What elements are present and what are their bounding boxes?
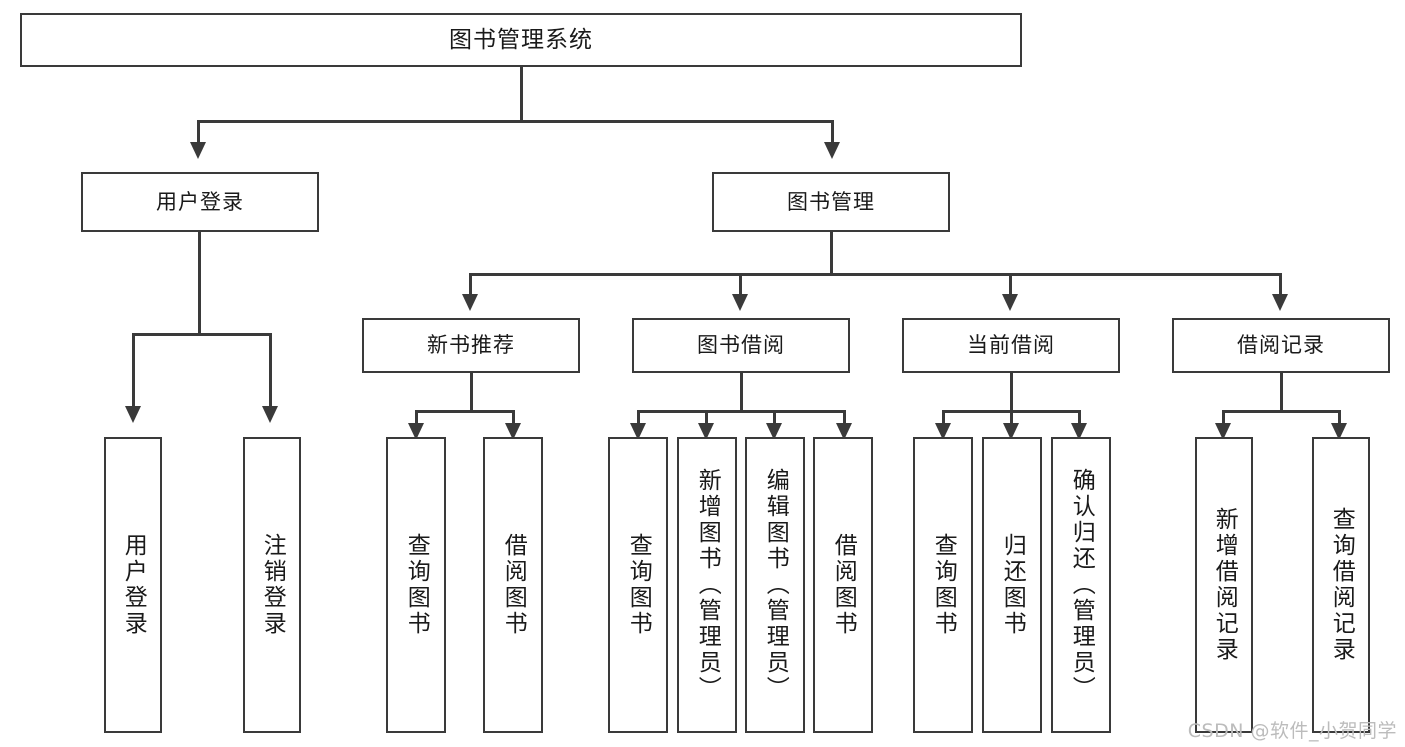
- node-leaf-user-login: 用户登录: [104, 437, 162, 733]
- arrow-root-to-user-login: [190, 142, 206, 159]
- node-leaf-edit-book: 编辑图书（管理员）: [745, 437, 805, 733]
- node-root-label: 图书管理系统: [449, 26, 593, 53]
- node-leaf-add-record-label: 新增借阅记录: [1211, 507, 1238, 663]
- node-leaf-query-book-3: 查询图书: [913, 437, 973, 733]
- arrow-user-login-to-leaf-1: [125, 406, 141, 423]
- arrow-book-borrow-to-leaf-3: [766, 423, 782, 440]
- connector-current-borrow-to-leaf-3: [1078, 410, 1081, 426]
- connector-book-borrow-to-leaf-2: [705, 410, 708, 426]
- arrow-book-borrow-to-leaf-2: [698, 423, 714, 440]
- node-leaf-query-record: 查询借阅记录: [1312, 437, 1370, 733]
- node-leaf-confirm-return: 确认归还（管理员）: [1051, 437, 1111, 733]
- node-leaf-query-book-3-label: 查询图书: [930, 533, 957, 637]
- arrow-current-borrow-to-leaf-3: [1071, 423, 1087, 440]
- arrow-borrow-record-to-leaf-2: [1331, 423, 1347, 440]
- connector-user-login-to-leaf-2: [269, 333, 272, 408]
- connector-current-borrow-to-leaf-2: [1010, 410, 1013, 426]
- connector-new-book-to-leaf-1: [415, 410, 418, 426]
- node-user-login: 用户登录: [81, 172, 319, 232]
- node-leaf-add-book: 新增图书（管理员）: [677, 437, 737, 733]
- node-leaf-query-book-1-label: 查询图书: [403, 533, 430, 637]
- arrow-book-borrow-to-leaf-4: [836, 423, 852, 440]
- arrow-current-borrow-to-leaf-1: [935, 423, 951, 440]
- connector-user-login-stem: [198, 232, 201, 333]
- connector-new-book-to-leaf-2: [512, 410, 515, 426]
- arrow-book-manage-to-current-borrow: [1002, 294, 1018, 311]
- arrow-book-borrow-to-leaf-1: [630, 423, 646, 440]
- arrow-new-book-to-leaf-2: [505, 423, 521, 440]
- connector-book-manage-to-book-borrow: [739, 273, 742, 297]
- node-leaf-user-login-label: 用户登录: [120, 533, 147, 637]
- node-user-login-label: 用户登录: [156, 189, 244, 214]
- connector-book-manage-to-current-borrow: [1009, 273, 1012, 297]
- connector-book-borrow-to-leaf-3: [773, 410, 776, 426]
- connector-book-borrow-bar: [637, 410, 846, 413]
- node-root: 图书管理系统: [20, 13, 1022, 67]
- connector-new-book-stem: [470, 373, 473, 410]
- connector-book-manage-to-new-book: [469, 273, 472, 297]
- connector-root-stem: [520, 67, 523, 120]
- arrow-book-manage-to-new-book: [462, 294, 478, 311]
- connector-borrow-record-to-leaf-1: [1222, 410, 1225, 426]
- node-book-manage-label: 图书管理: [787, 189, 875, 214]
- node-current-borrow-label: 当前借阅: [967, 333, 1055, 358]
- connector-book-borrow-to-leaf-1: [637, 410, 640, 426]
- node-leaf-query-book-2: 查询图书: [608, 437, 668, 733]
- connector-current-borrow-to-leaf-1: [942, 410, 945, 426]
- connector-root-to-user-login: [197, 120, 200, 145]
- node-borrow-record: 借阅记录: [1172, 318, 1390, 373]
- node-leaf-query-book-1: 查询图书: [386, 437, 446, 733]
- node-leaf-logout-label: 注销登录: [259, 533, 286, 637]
- arrow-book-manage-to-book-borrow: [732, 294, 748, 311]
- node-book-borrow-label: 图书借阅: [697, 333, 785, 358]
- node-leaf-return-book-label: 归还图书: [999, 533, 1026, 637]
- node-leaf-borrow-book-1: 借阅图书: [483, 437, 543, 733]
- connector-borrow-record-stem: [1280, 373, 1283, 410]
- connector-borrow-record-bar: [1222, 410, 1341, 413]
- node-borrow-record-label: 借阅记录: [1237, 333, 1325, 358]
- connector-new-book-bar: [415, 410, 515, 413]
- connector-book-manage-bar: [469, 273, 1282, 276]
- node-leaf-query-record-label: 查询借阅记录: [1328, 507, 1355, 663]
- node-leaf-edit-book-label: 编辑图书（管理员）: [762, 468, 789, 702]
- connector-book-manage-to-borrow-record: [1279, 273, 1282, 297]
- node-leaf-logout: 注销登录: [243, 437, 301, 733]
- node-leaf-query-book-2-label: 查询图书: [625, 533, 652, 637]
- node-new-book-recommend-label: 新书推荐: [427, 333, 515, 358]
- arrow-borrow-record-to-leaf-1: [1215, 423, 1231, 440]
- connector-root-bar: [197, 120, 833, 123]
- arrow-user-login-to-leaf-2: [262, 406, 278, 423]
- connector-user-login-bar: [132, 333, 270, 336]
- node-new-book-recommend: 新书推荐: [362, 318, 580, 373]
- node-book-borrow: 图书借阅: [632, 318, 850, 373]
- node-book-manage: 图书管理: [712, 172, 950, 232]
- node-leaf-add-book-label: 新增图书（管理员）: [694, 468, 721, 702]
- node-leaf-add-record: 新增借阅记录: [1195, 437, 1253, 733]
- arrow-new-book-to-leaf-1: [408, 423, 424, 440]
- node-current-borrow: 当前借阅: [902, 318, 1120, 373]
- node-leaf-return-book: 归还图书: [982, 437, 1042, 733]
- connector-current-borrow-stem: [1010, 373, 1013, 410]
- connector-root-to-book-manage: [831, 120, 834, 145]
- node-leaf-confirm-return-label: 确认归还（管理员）: [1068, 468, 1095, 702]
- arrow-root-to-book-manage: [824, 142, 840, 159]
- connector-user-login-to-leaf-1: [132, 333, 135, 408]
- connector-borrow-record-to-leaf-2: [1338, 410, 1341, 426]
- arrow-current-borrow-to-leaf-2: [1003, 423, 1019, 440]
- node-leaf-borrow-book-2: 借阅图书: [813, 437, 873, 733]
- node-leaf-borrow-book-1-label: 借阅图书: [500, 533, 527, 637]
- arrow-book-manage-to-borrow-record: [1272, 294, 1288, 311]
- node-leaf-borrow-book-2-label: 借阅图书: [830, 533, 857, 637]
- connector-book-manage-stem: [830, 232, 833, 273]
- connector-book-borrow-stem: [740, 373, 743, 410]
- connector-book-borrow-to-leaf-4: [843, 410, 846, 426]
